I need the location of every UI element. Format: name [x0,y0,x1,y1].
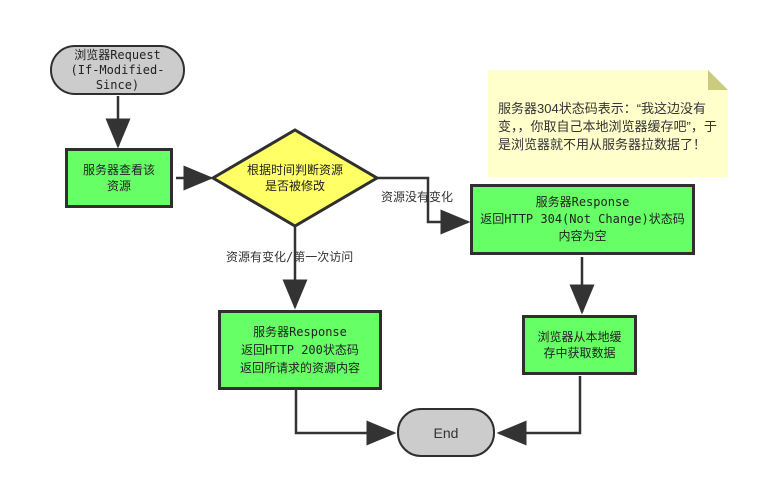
sticky-note: 服务器304状态码表示：“我这边没有变，，你取自己本地浏览器缓存吧”，于是浏览器… [488,70,728,177]
node-start: 浏览器Request (If-Modified- Since) [50,45,185,95]
node-server-check-label: 服务器查看该 资源 [82,163,155,193]
node-response-304: 服务器Response 返回HTTP 304(Not Change)状态码 内容… [470,184,695,255]
edge-label-changed: 资源有变化/第一次访问 [226,250,354,264]
node-server-check: 服务器查看该 资源 [65,148,173,208]
node-end-label: End [433,424,459,441]
edge-label-not-changed: 资源没有变化 [381,190,454,204]
node-end: End [397,408,495,457]
node-local-cache: 浏览器从本地缓 存中获取数据 [522,315,637,375]
node-start-label: 浏览器Request (If-Modified- Since) [70,47,165,92]
sticky-note-text: 服务器304状态码表示：“我这边没有变，，你取自己本地浏览器缓存吧”，于是浏览器… [498,100,717,152]
node-response-200-label: 服务器Response 返回HTTP 200状态码 返回所请求的资源内容 [239,325,360,375]
node-response-304-label: 服务器Response 返回HTTP 304(Not Change)状态码 内容… [480,195,685,243]
node-decision-label: 根据时间判断资源 是否被修改 [246,163,343,193]
note-fold-icon [708,70,728,90]
node-response-200: 服务器Response 返回HTTP 200状态码 返回所请求的资源内容 [218,310,382,390]
arrow-local-cache-to-end [496,376,582,446]
arrow-decision-to-response-304 [377,176,471,235]
node-local-cache-label: 浏览器从本地缓 存中获取数据 [537,330,622,360]
arrow-response-200-to-end [294,390,397,446]
decision-diamond-shape [210,128,380,228]
